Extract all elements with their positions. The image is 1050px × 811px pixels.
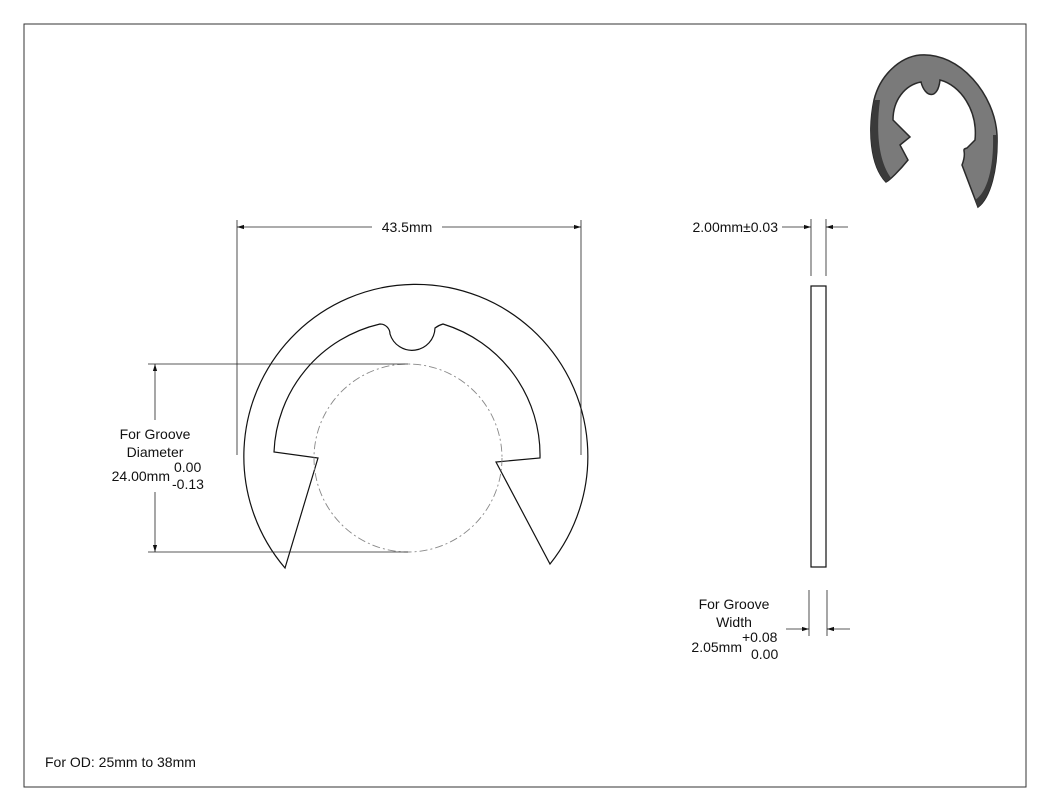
width-dimension: 43.5mm bbox=[236, 219, 582, 455]
clip-side-profile bbox=[810, 285, 827, 568]
side-view bbox=[810, 285, 827, 568]
groove-diameter-value: 24.00mm bbox=[112, 468, 170, 484]
width-dimension-text: 43.5mm bbox=[382, 219, 433, 235]
groove-width-tol-lower: 0.00 bbox=[751, 646, 778, 662]
sheet-border bbox=[23, 23, 1027, 788]
groove-diameter-label-1: For Groove bbox=[120, 426, 191, 442]
groove-diameter-dimension: For Groove Diameter 24.00mm 0.00 -0.13 bbox=[112, 363, 408, 553]
od-range-note: For OD: 25mm to 38mm bbox=[45, 754, 196, 770]
groove-diameter-tol-upper: 0.00 bbox=[174, 459, 201, 475]
thickness-dimension-text: 2.00mm±0.03 bbox=[692, 219, 778, 235]
groove-diameter-label-2: Diameter bbox=[127, 444, 184, 460]
groove-diameter-tol-lower: -0.13 bbox=[172, 476, 204, 492]
groove-width-value: 2.05mm bbox=[691, 639, 742, 655]
thickness-dimension: 2.00mm±0.03 bbox=[692, 219, 848, 276]
front-view bbox=[243, 283, 589, 570]
groove-width-tol-upper: +0.08 bbox=[742, 629, 778, 645]
groove-width-dimension: For Groove Width 2.05mm +0.08 0.00 bbox=[691, 590, 850, 662]
groove-width-label-2: Width bbox=[716, 614, 752, 630]
groove-width-label-1: For Groove bbox=[699, 596, 770, 612]
groove-circle bbox=[313, 363, 503, 553]
isometric-view bbox=[870, 54, 998, 209]
e-clip-outline bbox=[243, 283, 589, 570]
